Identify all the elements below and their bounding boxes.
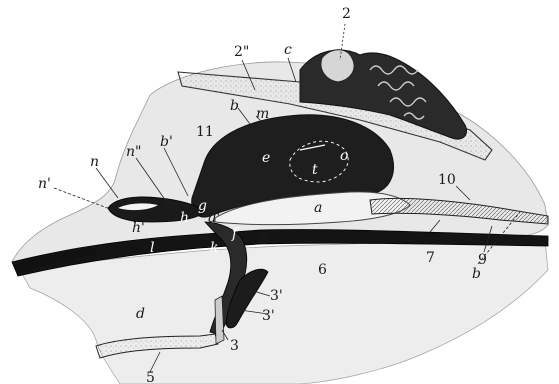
label-n-double-prime: n": [126, 144, 141, 160]
label-10: 10: [438, 172, 456, 188]
label-h-prime: h': [132, 220, 145, 236]
label-t: t: [312, 162, 318, 178]
label-g: g: [198, 198, 207, 214]
label-k: k: [210, 240, 218, 256]
label-a-prime: a': [208, 210, 220, 226]
lower-neck-region: [20, 240, 548, 384]
label-n-prime: n': [38, 176, 51, 192]
label-5: 5: [146, 370, 155, 384]
label-e: e: [262, 150, 270, 166]
label-o: o: [340, 148, 348, 164]
label-3: 3: [230, 338, 239, 354]
label-2: 2: [342, 6, 351, 22]
label-7: 7: [426, 250, 435, 266]
label-6: 6: [318, 262, 327, 278]
label-l: l: [150, 240, 154, 256]
label-b: b: [230, 98, 239, 114]
label-b-lower: b: [472, 266, 481, 282]
label-2-double-prime: 2": [234, 44, 249, 60]
label-h: h: [180, 210, 189, 226]
label-n: n: [90, 154, 99, 170]
label-11: 11: [196, 124, 214, 140]
label-8: 8: [260, 232, 269, 248]
label-m: m: [256, 106, 269, 122]
label-3-prime-lower: 3': [262, 308, 275, 324]
label-c: c: [284, 42, 292, 58]
label-b-prime: b': [160, 134, 173, 150]
label-3-prime-upper: 3': [270, 288, 283, 304]
label-a: a: [314, 200, 322, 216]
label-d: d: [136, 306, 145, 322]
vertical-bony-bar: [215, 296, 224, 344]
